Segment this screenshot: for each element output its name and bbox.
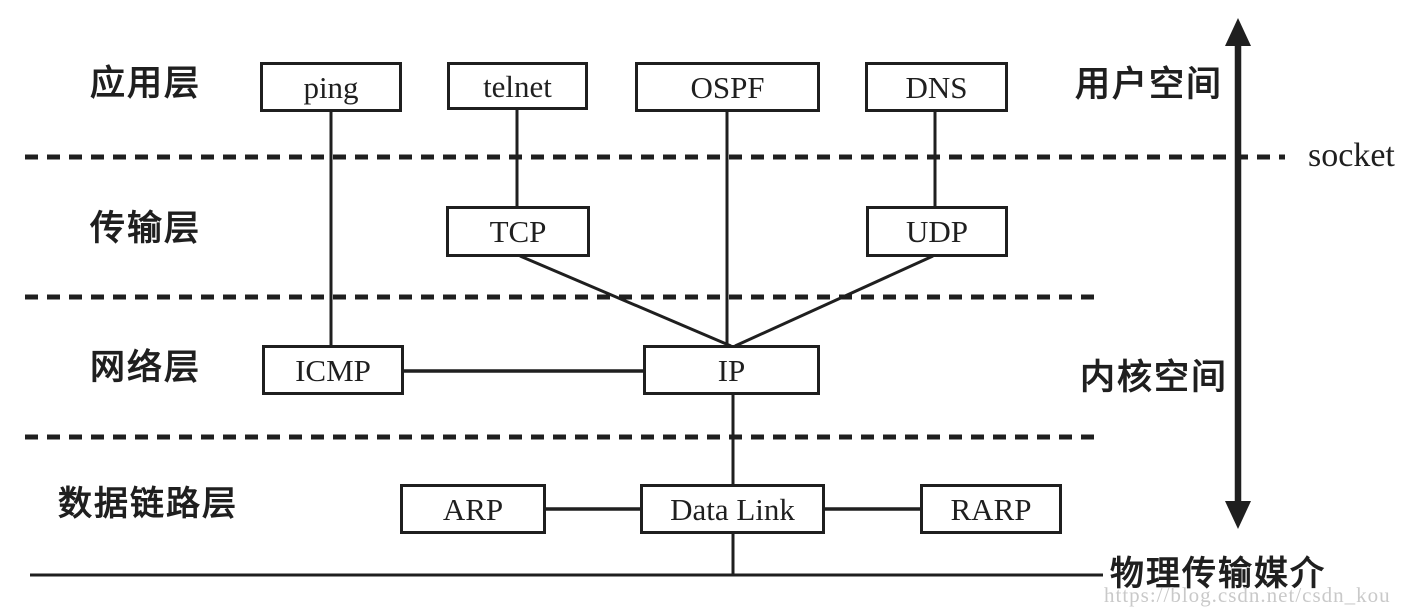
box-icmp: ICMP — [262, 345, 404, 395]
box-tcp-label: TCP — [489, 214, 547, 249]
layer-label-application: 应用层 — [90, 64, 202, 103]
physical-medium-label: 物理传输媒介 — [1110, 556, 1326, 593]
connector-udp-ip — [734, 254, 934, 348]
box-dns: DNS — [865, 62, 1008, 112]
span-arrow-up-icon — [1225, 18, 1251, 46]
box-datalink: Data Link — [640, 484, 825, 534]
box-tcp: TCP — [446, 206, 590, 257]
box-arp-label: ARP — [442, 491, 504, 527]
connector-tcp-ip — [519, 254, 732, 348]
box-dns-label: DNS — [905, 69, 968, 105]
layer-label-network: 网络层 — [90, 348, 202, 387]
space-label-user: 用户空间 — [1075, 65, 1224, 104]
space-label-kernel: 内核空间 — [1080, 358, 1229, 397]
box-telnet-label: telnet — [483, 68, 552, 104]
box-datalink-label: Data Link — [670, 491, 795, 527]
box-ip-label: IP — [717, 352, 746, 388]
watermark-text: https://blog.csdn.net/csdn_kou — [1104, 583, 1391, 607]
box-ping: ping — [260, 62, 402, 112]
box-ospf: OSPF — [635, 62, 820, 112]
layer-label-datalink: 数据链路层 — [58, 486, 238, 523]
layer-label-transport: 传输层 — [90, 209, 202, 248]
socket-label: socket — [1308, 137, 1395, 174]
box-arp: ARP — [400, 484, 546, 534]
box-ospf-label: OSPF — [690, 69, 765, 105]
box-ip: IP — [643, 345, 820, 395]
box-rarp: RARP — [920, 484, 1062, 534]
box-icmp-label: ICMP — [295, 352, 371, 388]
box-udp: UDP — [866, 206, 1008, 257]
box-udp-label: UDP — [905, 214, 968, 249]
box-telnet: telnet — [447, 62, 588, 110]
box-rarp-label: RARP — [950, 491, 1032, 527]
span-arrow-down-icon — [1225, 501, 1251, 529]
box-ping-label: ping — [303, 69, 359, 105]
